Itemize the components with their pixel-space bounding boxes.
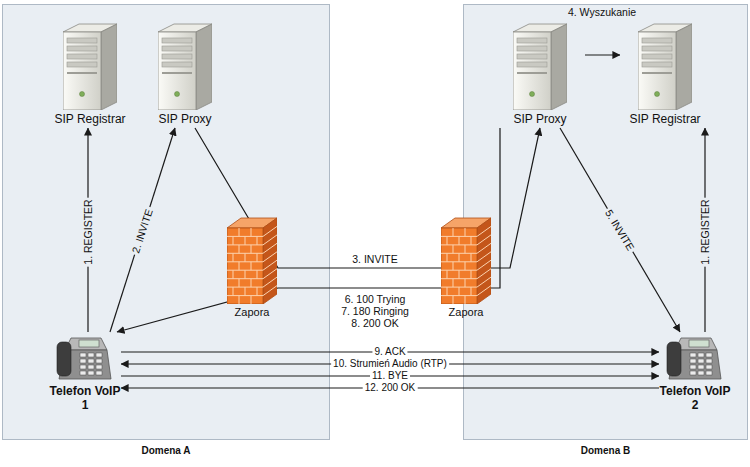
server-node: SIP Proxy [140, 22, 230, 128]
domain-panel: Domena ASIP RegistrarSIP ProxyZaporaTele… [2, 4, 330, 440]
node-label: SIP Proxy [495, 112, 585, 126]
message-arrow [195, 128, 540, 268]
node-label: Zapora [435, 306, 497, 319]
message-label: 1. REGISTER [82, 197, 94, 266]
node-label: Telefon VoIP 1 [49, 384, 121, 412]
firewall-icon [441, 216, 491, 304]
server-graphic [45, 22, 135, 110]
wall-graphic [435, 216, 497, 304]
server-graphic [620, 22, 710, 110]
firewall-node: Zapora [435, 216, 497, 321]
firewall-icon [227, 216, 277, 304]
message-label: 3. INVITE [350, 253, 400, 265]
firewall-node: Zapora [221, 216, 283, 321]
message-label: 11. BYE [370, 370, 410, 382]
phone-icon [55, 332, 115, 382]
node-label: Zapora [221, 306, 283, 319]
response-label: 6. 100 Trying [343, 293, 408, 305]
domain-label: Domena B [464, 445, 747, 457]
server-icon [63, 22, 117, 110]
node-label: SIP Registrar [620, 112, 710, 126]
wall-graphic [221, 216, 283, 304]
message-arrow [585, 54, 620, 55]
node-label: SIP Proxy [140, 112, 230, 126]
message-label: 10. Strumień Audio (RTP) [331, 358, 449, 370]
message-arrow [110, 128, 175, 332]
message-label: 9. ACK [372, 346, 407, 358]
phone-graphic [659, 332, 731, 382]
response-label: 7. 180 Ringing [339, 305, 411, 317]
message-label: 4. Wyszukanie [566, 6, 638, 18]
response-label: 8. 200 OK [349, 317, 400, 329]
phone-icon [665, 332, 725, 382]
domain-label: Domena A [3, 445, 329, 457]
server-icon [638, 22, 692, 110]
server-node: SIP Registrar [45, 22, 135, 128]
phone-graphic [49, 332, 121, 382]
message-label: 12. 200 OK [363, 382, 418, 394]
server-node: SIP Registrar [620, 22, 710, 128]
server-node: SIP Proxy [495, 22, 585, 128]
node-label: SIP Registrar [45, 112, 135, 126]
server-icon [513, 22, 567, 110]
message-arrow [117, 128, 500, 332]
phone-node: Telefon VoIP 1 [49, 332, 121, 414]
message-arrow [560, 128, 680, 332]
node-label: Telefon VoIP 2 [659, 384, 731, 412]
server-icon [158, 22, 212, 110]
phone-node: Telefon VoIP 2 [659, 332, 731, 414]
server-graphic [140, 22, 230, 110]
message-label: 1. REGISTER [699, 197, 711, 266]
server-graphic [495, 22, 585, 110]
